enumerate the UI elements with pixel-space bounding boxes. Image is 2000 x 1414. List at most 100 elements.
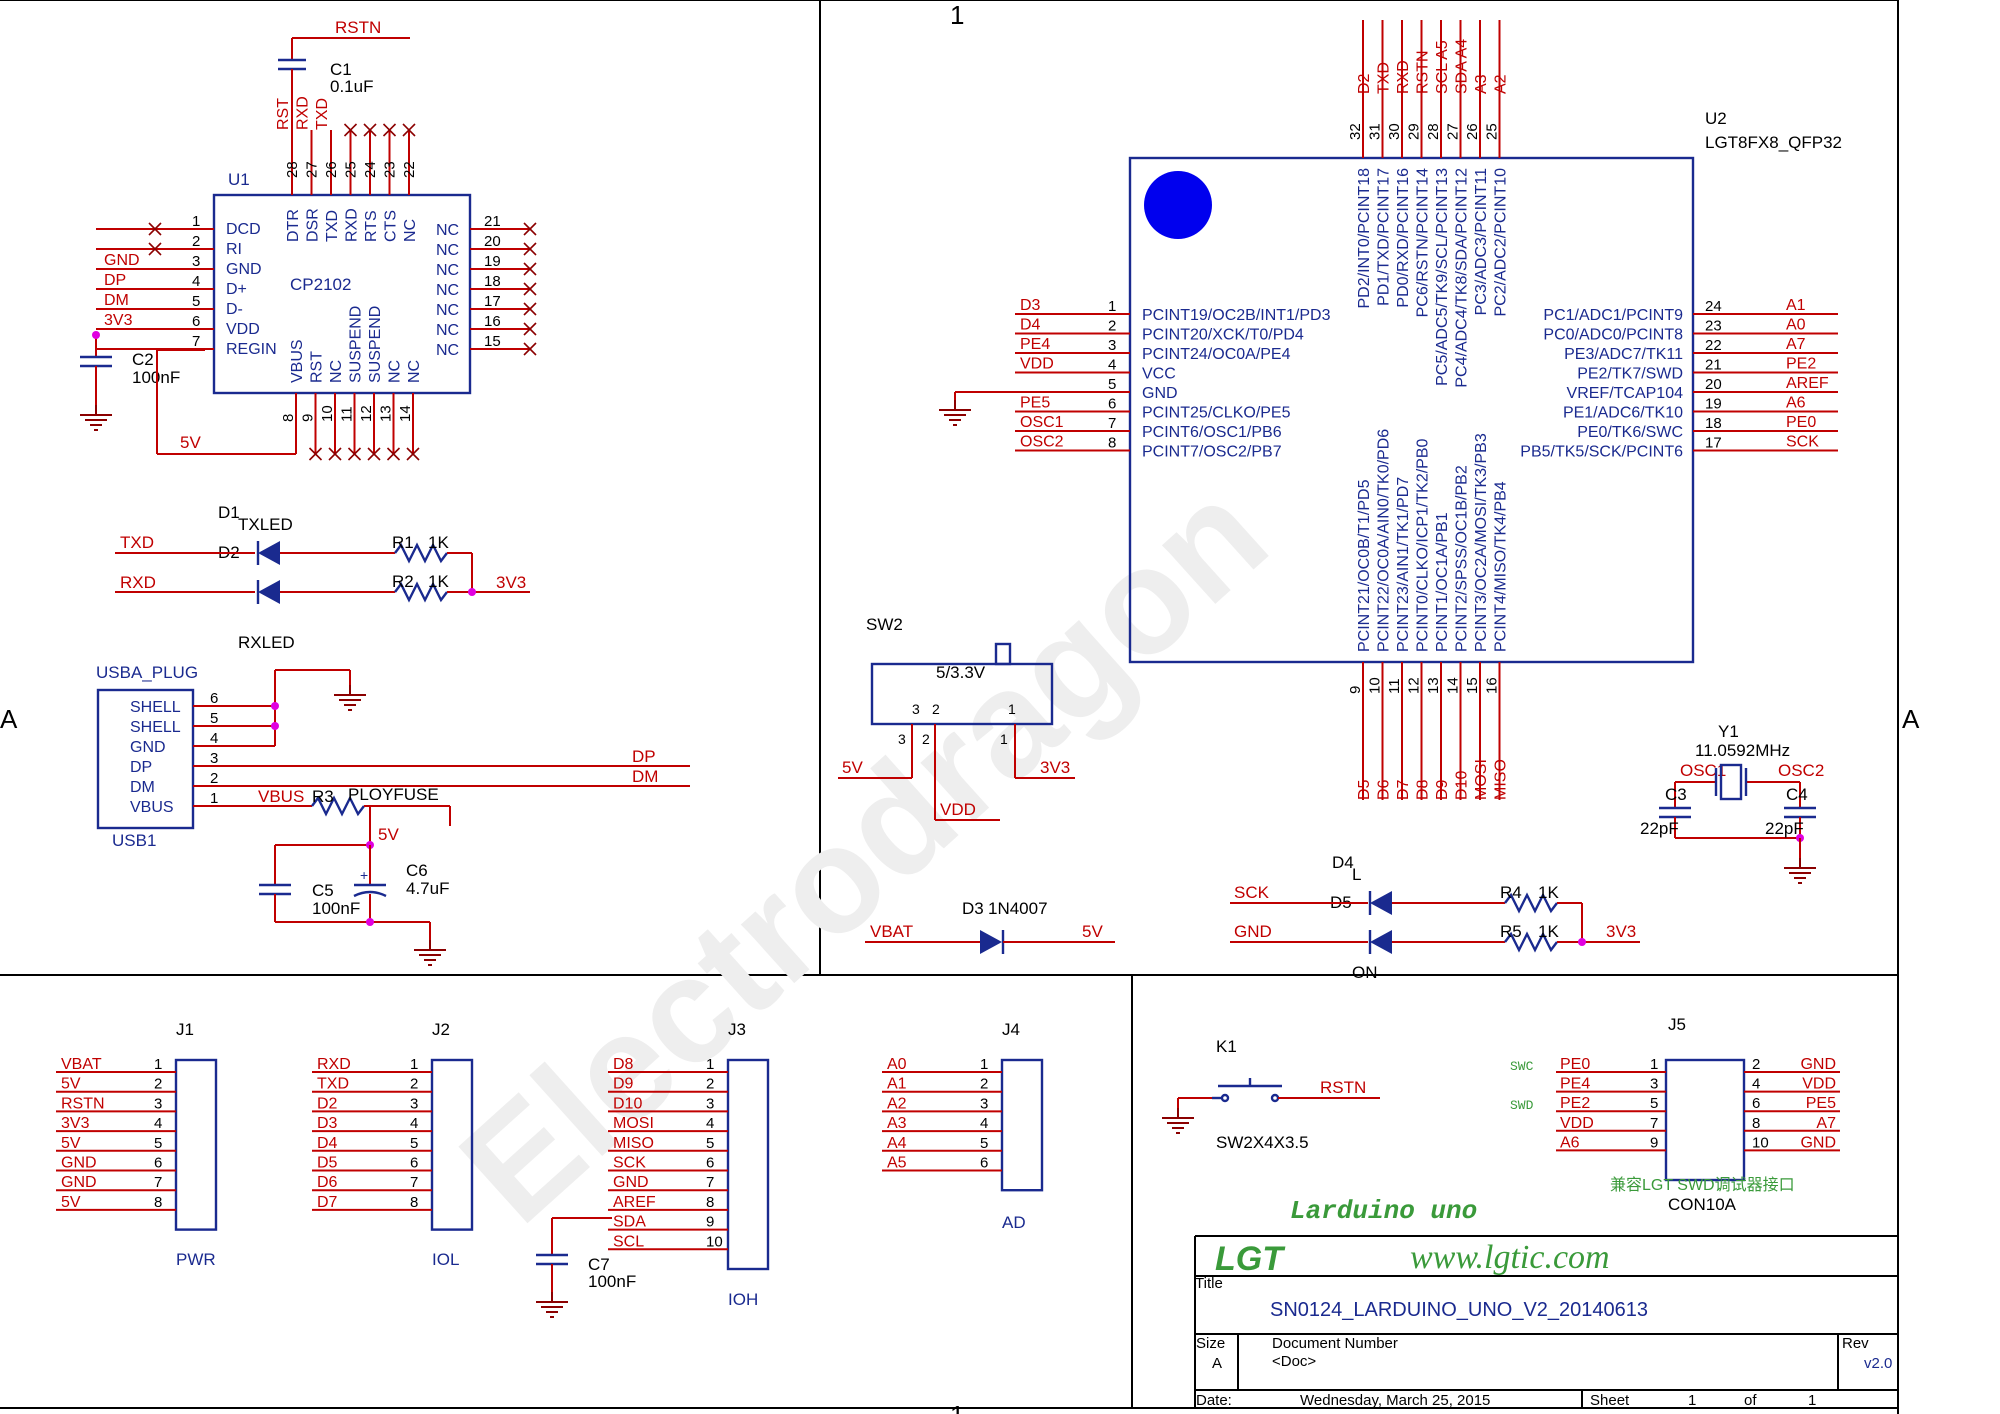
u1-pin-name: VBUS [289,339,306,383]
u2-pin-name: PCINT19/OC2B/INT1/PD3 [1142,307,1331,324]
d1-name: TXLED [238,515,293,534]
header-net-label: 3V3 [61,1115,90,1132]
u2-net-label: D9 [1434,779,1451,800]
j5-net-label: PE2 [1560,1095,1590,1112]
u2-net-label: D8 [1415,779,1432,800]
u1-pin-name: SUSPEND [348,306,365,383]
date-value: Wednesday, March 25, 2015 [1300,1392,1490,1409]
u1-net-label: TXD [314,98,331,130]
u1-pin-name: DTR [285,209,302,242]
d5-name: ON [1352,963,1378,982]
u2-pin-name: PC4/ADC4/TK8/SDA/PCINT12 [1454,168,1471,388]
u2-net-label: D2 [1356,73,1373,94]
net-5v-sw2: 5V [842,758,863,777]
c6-polarity: + [360,867,368,883]
net-dp-usb: DP [632,747,656,766]
u1-pin-number: 2 [192,233,200,250]
u2-pin-name: PCINT1/OC1A/PB1 [1434,512,1451,652]
header-pin-number: 3 [410,1095,418,1112]
j5-net-label: PE5 [1806,1095,1836,1112]
sw2-label: 5/3.3V [936,663,986,682]
u2-pin-name: PCINT0/CLKO/ICP1/TK2/PB0 [1415,438,1432,652]
u1-pin-number: 27 [304,161,321,178]
u1-net-label: RST [275,98,292,130]
u1-pin-number: 17 [484,293,501,310]
header-net-label: 5V [61,1076,81,1093]
header-pin-number: 2 [154,1076,162,1093]
net-vdd-sw2: VDD [940,800,976,819]
u1-pin-name: NC [402,219,419,242]
header-name: AD [1002,1213,1026,1232]
u1-pin-name: NC [328,360,345,383]
k1-ref: K1 [1216,1037,1237,1056]
u2-pin-name: PC0/ADC0/PCINT8 [1543,327,1683,344]
usb-pin-name: SHELL [130,699,181,716]
header-net-label: D3 [317,1115,338,1132]
header-pin-number: 2 [706,1076,714,1093]
u2-pin-number: 31 [1367,123,1384,140]
u1-ref: U1 [228,170,250,189]
j5-net-label: VDD [1802,1076,1836,1093]
u2-pin-name: PCINT7/OSC2/PB7 [1142,444,1282,461]
u2-pin-number: 3 [1108,337,1116,354]
header-net-label: SDA [613,1214,646,1231]
u2-net-label: A0 [1786,317,1806,334]
u2-pin-name: PCINT2/SPSS/OC1B/PB2 [1454,465,1471,652]
u1-pin-number: 21 [484,213,501,230]
y1-ref: Y1 [1718,722,1739,741]
u2-net-label: RXD [1395,60,1412,94]
u2-pin-name: PCINT22/OC0A/AIN0/TK0/PD6 [1376,429,1393,652]
header-pin-number: 7 [154,1174,162,1191]
u2-pin-number: 19 [1705,396,1722,413]
usb-plug: USBA_PLUG USB1 6SHELL5SHELL4GND3DP2DM1VB… [96,663,690,966]
usb-pin-number: 4 [210,730,218,747]
header-net-label: D9 [613,1076,634,1093]
d3-value: 1N4007 [988,899,1048,918]
r4-ref: R4 [1500,883,1522,902]
u2-net-label: A2 [1493,74,1510,94]
usb-pin-name: DM [130,779,155,796]
c2-capacitor: C2 100nF [79,331,180,431]
u2-pin-number: 18 [1705,415,1722,432]
usb-pin-number: 2 [210,770,218,787]
u2-net-label: TXD [1376,62,1393,94]
u2-pin-number: 4 [1108,357,1116,374]
sw2-pin2: 2 [922,731,930,747]
u1-pin-name: VDD [226,321,260,338]
u1-pin-number: 7 [192,333,200,350]
c7-capacitor: C7 100nF [535,1217,636,1318]
size-value: A [1212,1355,1222,1372]
u1-pin-name: RI [226,241,242,258]
u2-pin-name: PC1/ADC1/PCINT9 [1543,307,1683,324]
header-ref: J4 [1002,1020,1020,1039]
c6-value: 4.7uF [406,879,449,898]
j5-swd-tag: SWD [1510,1098,1534,1113]
u1-5v-wire: 5V [156,349,297,455]
u1-pin-number: 6 [192,313,200,330]
u1-pin-number: 5 [192,293,200,310]
net-vbat-d3: VBAT [870,922,913,941]
net-osc2-y1: OSC2 [1778,761,1824,780]
header-net-label: A4 [887,1135,907,1152]
u2-lgt8fx8: U2 LGT8FX8_QFP32 1PCINT19/OC2B/INT1/PD3D… [938,20,1842,800]
u2-pin-name: PCINT25/CLKO/PE5 [1142,405,1291,422]
u2-pin-number: 11 [1386,678,1403,694]
header-net-label: MISO [613,1135,654,1152]
header-pin-number: 1 [980,1056,988,1073]
header-net-label: MOSI [613,1115,654,1132]
r2-value: 1K [428,572,449,591]
net-3v3-sw2: 3V3 [1040,758,1070,777]
u1-pin-number: 3 [192,253,200,270]
u1-pin-name: NC [436,262,459,279]
j5-pin-number: 6 [1752,1095,1760,1112]
u2-net-label: RSTN [1415,50,1432,94]
u1-pin-name: NC [436,302,459,319]
sw2-pin3: 3 [898,731,906,747]
header-pin-number: 5 [706,1135,714,1152]
u1-pin-name: NC [436,342,459,359]
header-pin-number: 5 [980,1135,988,1152]
u2-net-label: D4 [1020,317,1041,334]
header-pin-number: 7 [706,1174,714,1191]
u1-pin-name: D- [226,301,243,318]
